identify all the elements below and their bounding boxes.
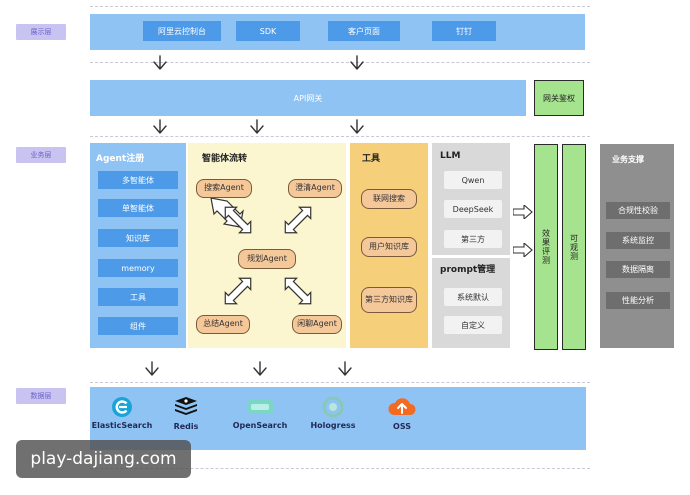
node-chat-agent: 闲聊Agent	[292, 315, 342, 334]
db-hologress: Hologress	[306, 396, 360, 430]
display-item-console: 阿里云控制台	[143, 21, 221, 41]
agent-register-item: 工具	[98, 288, 178, 306]
support-item: 数据隔离	[606, 261, 670, 278]
prompt-item-default: 系统默认	[444, 288, 502, 306]
support-item: 性能分析	[606, 292, 670, 309]
llm-title: LLM	[440, 151, 461, 161]
db-oss: OSS	[382, 395, 422, 431]
display-item-dingtalk: 钉钉	[432, 21, 496, 41]
down-arrow-icon	[253, 361, 267, 376]
support-title: 业务支撑	[612, 155, 644, 164]
node-summary-agent: 总结Agent	[196, 315, 250, 334]
agent-flow-title: 智能体流转	[202, 154, 248, 164]
effect-eval-column: 效果评测	[534, 144, 558, 350]
agent-register-title: Agent注册	[96, 154, 145, 164]
db-label: ElasticSearch	[91, 421, 153, 430]
agent-register-item: memory	[98, 259, 178, 277]
layer-tag-display: 展示层	[16, 24, 66, 40]
db-elasticsearch: ElasticSearch	[92, 396, 152, 430]
redis-icon	[175, 397, 197, 415]
support-item: 系统监控	[606, 232, 670, 249]
tool-web-search: 联网搜索	[361, 189, 417, 209]
down-arrow-icon	[350, 55, 364, 70]
hologress-icon	[322, 396, 344, 418]
down-arrow-icon	[153, 55, 167, 70]
observability-label: 可观测	[569, 233, 579, 261]
opensearch-icon	[247, 400, 273, 414]
prompt-title: prompt管理	[440, 265, 496, 275]
gateway-auth: 网关鉴权	[534, 80, 584, 116]
llm-item-third-party: 第三方	[444, 230, 502, 248]
agent-register-item: 单智能体	[98, 199, 178, 217]
llm-item-deepseek: DeepSeek	[444, 200, 502, 218]
tools-title: 工具	[362, 154, 381, 164]
arrow-to-eval-bottom	[513, 243, 533, 257]
down-arrow-icon	[250, 119, 264, 134]
down-arrow-icon	[153, 119, 167, 134]
node-search-agent: 搜索Agent	[196, 179, 252, 198]
db-label: Redis	[173, 422, 199, 431]
separator-line	[90, 468, 590, 469]
data-layer-panel	[90, 387, 586, 450]
db-redis: Redis	[166, 395, 206, 431]
agent-register-item: 多智能体	[98, 171, 178, 189]
layer-tag-data: 数据层	[16, 388, 66, 404]
down-arrow-icon	[350, 119, 364, 134]
db-opensearch: OpenSearch	[232, 396, 288, 430]
db-label: OSS	[393, 422, 411, 431]
node-clarify-agent: 澄清Agent	[288, 179, 342, 198]
agent-register-item: 组件	[98, 317, 178, 335]
effect-eval-label: 效果评测	[541, 229, 551, 265]
agent-flow-panel	[188, 143, 346, 348]
display-item-customer-page: 客户页面	[328, 21, 400, 41]
prompt-item-custom: 自定义	[444, 316, 502, 334]
separator-line	[90, 62, 590, 63]
api-gateway: API网关	[90, 80, 526, 116]
separator-line	[90, 6, 590, 7]
db-label: OpenSearch	[232, 421, 288, 430]
agent-register-item: 知识库	[98, 229, 178, 247]
display-item-sdk: SDK	[236, 21, 300, 41]
separator-line	[90, 136, 590, 137]
separator-line	[90, 382, 590, 383]
down-arrow-icon	[338, 361, 352, 376]
oss-icon	[388, 398, 416, 415]
tool-third-party-kb: 第三方知识库	[361, 287, 417, 313]
arrow-to-eval-top	[513, 205, 533, 219]
tool-user-kb: 用户知识库	[361, 237, 417, 257]
watermark: play-dajiang.com	[16, 440, 191, 478]
support-item: 合规性校验	[606, 202, 670, 219]
db-label: Hologress	[310, 421, 356, 430]
observability-column: 可观测	[562, 144, 586, 350]
layer-tag-business: 业务层	[16, 147, 66, 163]
node-plan-agent: 规划Agent	[238, 249, 296, 269]
down-arrow-icon	[145, 361, 159, 376]
elasticsearch-icon	[112, 397, 132, 417]
llm-item-qwen: Qwen	[444, 171, 502, 189]
